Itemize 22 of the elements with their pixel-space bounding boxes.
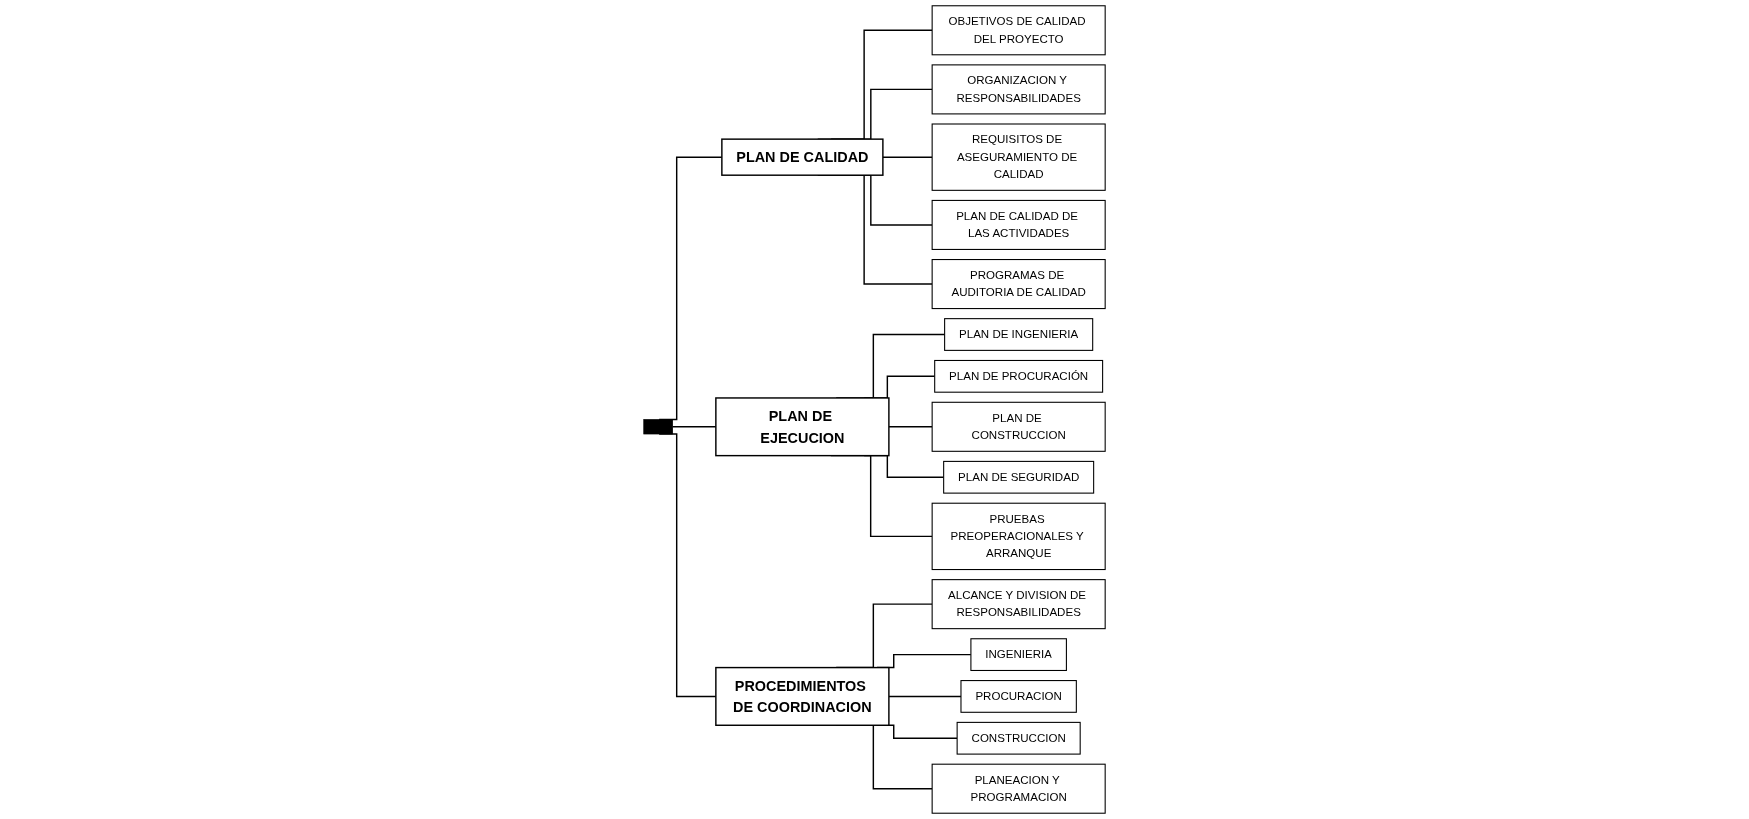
node-box: ALCANCE Y DIVISION DE RESPONSABILIDADES [931, 579, 1106, 630]
connector [888, 695, 962, 698]
node-box: OBJETIVOS DE CALIDAD DEL PROYECTO [931, 5, 1106, 56]
node-box: CONSTRUCCION [956, 721, 1081, 755]
node-box: PROGRAMAS DE AUDITORIA DE CALIDAD [931, 259, 1106, 310]
node-box: REQUISITOS DE ASEGURAMIENTO DE CALIDAD [931, 123, 1106, 191]
node-box: PLAN DE PROCURACIÓN [934, 359, 1104, 393]
node-box: INGENIERIA [970, 638, 1067, 671]
node-box: ORGANIZACION Y RESPONSABILIDADES [931, 64, 1106, 115]
node-box: PROCURACION [960, 680, 1077, 713]
node-box: PLAN DE SEGURIDAD [943, 460, 1095, 494]
node-box: PLAN DE CALIDAD DE LAS ACTIVIDADES [931, 199, 1106, 250]
node-box: PLAN DE EJECUCION [715, 397, 890, 457]
node-box: PLAN DE INGENIERIA [944, 318, 1094, 351]
node-box: PROCEDIMIENTOS DE COORDINACION [715, 666, 890, 726]
connector [882, 156, 933, 158]
node-bar [643, 419, 673, 435]
node-box: PLAN DE CONSTRUCCION [931, 401, 1106, 452]
node-box: PLANEACION Y PROGRAMACION [931, 763, 1106, 814]
connector [888, 426, 933, 428]
node-box: PRUEBAS PREOPERACIONALES Y ARRANQUE [931, 502, 1106, 571]
node-box: PLAN DE CALIDAD [721, 138, 884, 176]
